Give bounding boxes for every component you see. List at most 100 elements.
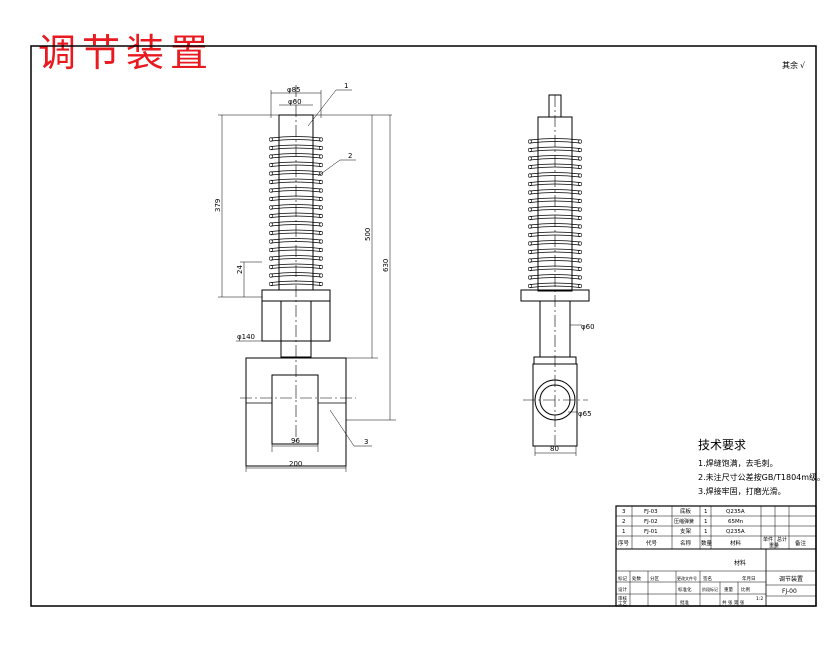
spring-coil-end <box>578 198 582 204</box>
bom-row1-no: 1 <box>622 529 626 535</box>
spring-coil <box>529 265 581 271</box>
dim-d140: φ140 <box>237 333 255 341</box>
bom-row2-qty: 1 <box>704 519 708 525</box>
spring-coil-end <box>319 162 323 168</box>
bom-row3-qty: 1 <box>704 509 708 515</box>
spring-coil-end <box>319 222 323 227</box>
spring-coil-end <box>578 275 582 280</box>
label-scale: 比例 <box>741 586 750 593</box>
spring-coil-end <box>269 162 273 168</box>
spring-coil-end <box>319 213 323 219</box>
spring-coil <box>529 257 581 263</box>
spring-coil-end <box>319 256 323 261</box>
bom-header-qty: 数量 <box>701 539 713 547</box>
drawing-frame <box>30 45 817 607</box>
spring-coil-end <box>528 283 532 289</box>
bom-row2-code: FJ-02 <box>644 519 658 525</box>
spring-coil <box>270 153 322 159</box>
bom-row2-material: 65Mn <box>728 519 744 525</box>
spring-coil <box>529 163 581 169</box>
spring-coil-end <box>528 275 532 280</box>
spring-coil <box>529 223 581 229</box>
bom-header-weight: 重量 <box>769 542 779 549</box>
bom-header-name: 名称 <box>680 539 692 547</box>
assembly-name: 调节装置 <box>779 575 803 583</box>
spring-coil-end <box>528 198 532 204</box>
drawing-number: FJ-00 <box>782 588 797 595</box>
spring-coil-end <box>578 207 582 212</box>
spring-coil <box>270 178 322 184</box>
spring-coil <box>529 180 581 186</box>
spring-coil <box>270 238 322 244</box>
side-dim-d60: φ60 <box>581 323 595 331</box>
bom-row2-no: 2 <box>622 519 626 525</box>
label-approve: 批准 <box>680 599 689 606</box>
bom-row1-qty: 1 <box>704 529 708 535</box>
spring-coil-end <box>578 190 582 195</box>
bom-row1-material: Q235A <box>726 529 745 535</box>
spring-coil <box>270 136 322 142</box>
spring-coil-end <box>578 164 582 170</box>
spring-coil-end <box>269 256 273 261</box>
spring-coil-end <box>319 264 323 270</box>
spring-coil-end <box>269 222 273 227</box>
callout-1: 1 <box>344 82 348 90</box>
spring-coil-end <box>528 232 532 238</box>
bom-row3-no: 3 <box>622 509 626 515</box>
spring-coil-end <box>319 154 323 159</box>
dim-h379: 379 <box>214 199 222 212</box>
spring-coil-end <box>578 147 582 153</box>
bom-row1-name: 支架 <box>680 527 692 535</box>
spring-coil <box>270 221 322 227</box>
spring-coil-end <box>319 171 323 176</box>
tech-item-2: 2.未注尺寸公差按GB/T1804m级。 <box>698 472 825 482</box>
spring-coil-end <box>578 139 582 144</box>
spring-coil <box>529 282 581 288</box>
spring-coil-end <box>319 247 323 253</box>
spring-coil-end <box>578 224 582 229</box>
front-spring <box>269 136 323 287</box>
label-mark: 标记 <box>618 575 627 582</box>
material-label: 材料 <box>734 559 746 567</box>
spring-coil-end <box>578 215 582 221</box>
spring-coil-end <box>319 145 323 151</box>
tech-item-3: 3.焊接牢固，打磨光滑。 <box>698 486 786 496</box>
spring-coil-end <box>269 179 273 185</box>
spring-coil-end <box>269 273 273 278</box>
spring-coil-end <box>528 147 532 153</box>
bom-row2-name: 压缩弹簧 <box>674 518 694 525</box>
corner-mark: 其余 <box>782 60 798 70</box>
tech-requirements: 技术要求 1.焊缝饱满，去毛刺。 2.未注尺寸公差按GB/T1804m级。 3.… <box>698 438 825 496</box>
spring-coil-end <box>528 181 532 187</box>
dim-h630: 630 <box>382 259 390 272</box>
dim-d85: φ85 <box>287 86 301 94</box>
spring-coil <box>270 204 322 210</box>
bom-header-total: 总计 <box>777 536 787 543</box>
spring-coil <box>270 161 322 167</box>
spring-coil-end <box>528 207 532 212</box>
spring-coil-end <box>269 196 273 202</box>
spring-coil <box>529 197 581 203</box>
bom-row1-code: FJ-01 <box>644 529 658 535</box>
bom-header-material: 材料 <box>730 539 742 547</box>
spring-coil <box>529 138 581 144</box>
dim-w200: 200 <box>289 460 302 468</box>
side-dim-w80: 80 <box>550 445 559 453</box>
spring-coil <box>270 255 322 261</box>
side-spring <box>528 138 582 289</box>
spring-coil <box>529 172 581 178</box>
label-zone: 分区 <box>650 575 659 582</box>
spring-coil-end <box>528 258 532 263</box>
spring-coil-end <box>528 249 532 255</box>
spring-coil-end <box>578 173 582 178</box>
bom-header-unit: 单件 <box>763 536 773 543</box>
spring-coil-end <box>578 156 582 161</box>
spring-coil-end <box>319 230 323 236</box>
spring-coil-end <box>269 188 273 193</box>
spring-coil-end <box>319 196 323 202</box>
spring-coil-end <box>528 156 532 161</box>
bom-header-code: 代号 <box>646 539 658 547</box>
tech-item-1: 1.焊缝饱满，去毛刺。 <box>698 458 778 468</box>
side-view: φ60 φ65 80 <box>520 94 595 456</box>
spring-coil-end <box>319 179 323 185</box>
